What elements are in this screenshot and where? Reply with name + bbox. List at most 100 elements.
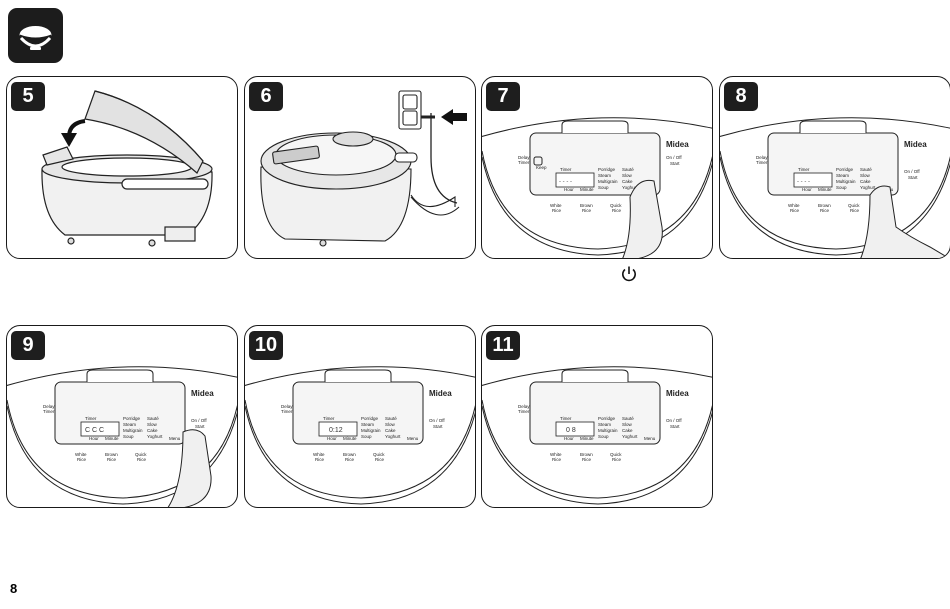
program-steam: Steam	[598, 422, 611, 427]
preset-quick-rice-2: Rice	[612, 208, 621, 213]
program-yoghurt: Yoghurt	[622, 185, 638, 190]
step-number-badge: 11	[486, 331, 520, 360]
hour-label: Hour	[89, 436, 99, 441]
onoff-label: On / Off	[429, 418, 445, 423]
program-multigrain: Multigrain	[361, 428, 381, 433]
program-multigrain: Multigrain	[123, 428, 143, 433]
preset-quick-rice-2: Rice	[850, 208, 859, 213]
program-soup: Soup	[598, 434, 609, 439]
program-slow: Slow	[860, 173, 871, 178]
program-cake: Cake	[622, 179, 633, 184]
cooker-closing-lid-illustration	[41, 90, 213, 247]
power-icon	[619, 264, 639, 284]
program-saute: Sauté	[622, 167, 634, 172]
preset-quick-rice-2: Rice	[137, 457, 146, 462]
lcd-display: - - - -	[559, 179, 572, 185]
minute-label: Minute	[580, 187, 594, 192]
delay-timer-label-2: Timer	[43, 409, 55, 414]
program-slow: Slow	[385, 422, 396, 427]
lcd-display: 0:12	[329, 427, 343, 434]
preset-brown-rice-1: Brown	[105, 452, 118, 457]
program-steam: Steam	[123, 422, 136, 427]
step-panel-7: 7 Delay Timer Timer Hour Minute Keep Men…	[481, 76, 713, 259]
program-multigrain: Multigrain	[836, 179, 856, 184]
delay-timer-label-2: Timer	[756, 160, 768, 165]
preset-white-rice-2: Rice	[552, 457, 561, 462]
delay-timer-label-1: Delay	[43, 404, 55, 409]
program-soup: Soup	[123, 434, 134, 439]
program-yoghurt: Yoghurt	[147, 434, 163, 439]
step-panel-9: 9 Delay Timer Timer Hour Minute Menu Por…	[6, 325, 238, 508]
preset-brown-rice-1: Brown	[580, 203, 593, 208]
menu-label: Menu	[644, 436, 656, 441]
preset-white-rice-1: White	[313, 452, 325, 457]
step-panel-8: 8 Delay Timer Timer Hour Minute Menu Por…	[719, 76, 950, 259]
preset-quick-rice-2: Rice	[375, 457, 384, 462]
preset-quick-rice-2: Rice	[612, 457, 621, 462]
hour-label: Hour	[327, 436, 337, 441]
program-cake: Cake	[622, 428, 633, 433]
preset-white-rice-2: Rice	[315, 457, 324, 462]
timer-label: Timer	[798, 167, 810, 172]
preset-brown-rice-2: Rice	[345, 457, 354, 462]
start-label: Start	[908, 175, 918, 180]
program-multigrain: Multigrain	[598, 428, 618, 433]
program-multigrain: Multigrain	[598, 179, 618, 184]
delay-timer-label-1: Delay	[756, 155, 768, 160]
program-yoghurt: Yoghurt	[622, 434, 638, 439]
step-panel-11: 11 Delay Timer Timer Hour Minute Menu Po…	[481, 325, 713, 508]
onoff-label: On / Off	[904, 169, 920, 174]
menu-label: Menu	[407, 436, 419, 441]
step-panel-6: 6	[244, 76, 476, 259]
preset-quick-rice-1: Quick	[848, 203, 860, 208]
start-label: Start	[195, 424, 205, 429]
preset-quick-rice-1: Quick	[373, 452, 385, 457]
preset-white-rice-1: White	[550, 203, 562, 208]
delay-timer-label-2: Timer	[518, 160, 530, 165]
program-cake: Cake	[385, 428, 396, 433]
program-slow: Slow	[622, 422, 633, 427]
program-porridge: Porridge	[598, 416, 616, 421]
step-number-badge: 10	[249, 331, 283, 360]
preset-brown-rice-1: Brown	[343, 452, 356, 457]
onoff-label: On / Off	[191, 418, 207, 423]
midea-logo: Midea	[666, 140, 689, 149]
preset-brown-rice-2: Rice	[582, 208, 591, 213]
lcd-display: C C C	[85, 427, 104, 434]
program-porridge: Porridge	[361, 416, 379, 421]
midea-logo: Midea	[666, 389, 689, 398]
control-panel-illustration: Delay Timer Timer Hour Minute Menu Porri…	[720, 117, 950, 258]
program-soup: Soup	[598, 185, 609, 190]
step-number-badge: 5	[11, 82, 45, 111]
start-label: Start	[433, 424, 443, 429]
preset-brown-rice-1: Brown	[580, 452, 593, 457]
minute-label: Minute	[105, 436, 119, 441]
program-slow: Slow	[622, 173, 633, 178]
program-soup: Soup	[836, 185, 847, 190]
minute-label: Minute	[818, 187, 832, 192]
program-steam: Steam	[836, 173, 849, 178]
preset-brown-rice-2: Rice	[582, 457, 591, 462]
program-saute: Sauté	[147, 416, 159, 421]
page-number: 8	[10, 581, 18, 596]
lcd-display: - - - -	[797, 179, 810, 185]
program-porridge: Porridge	[123, 416, 141, 421]
step-panel-5: 5	[6, 76, 238, 259]
program-saute: Sauté	[622, 416, 634, 421]
delay-timer-label-2: Timer	[281, 409, 293, 414]
timer-label: Timer	[560, 416, 572, 421]
step-panel-10: 10 Delay Timer Timer Hour Minute Menu Po…	[244, 325, 476, 508]
hour-label: Hour	[802, 187, 812, 192]
control-panel-illustration: Delay Timer Timer Hour Minute Menu Porri…	[245, 366, 475, 505]
control-panel-illustration: Delay Timer Timer Hour Minute Menu Porri…	[7, 366, 237, 507]
preset-brown-rice-1: Brown	[818, 203, 831, 208]
preset-white-rice-2: Rice	[77, 457, 86, 462]
preset-quick-rice-1: Quick	[135, 452, 147, 457]
preset-brown-rice-2: Rice	[820, 208, 829, 213]
step-number-badge: 6	[249, 82, 283, 111]
program-steam: Steam	[361, 422, 374, 427]
step-number-badge: 7	[486, 82, 520, 111]
delay-timer-label-1: Delay	[281, 404, 293, 409]
rice-bowl-icon	[8, 8, 63, 63]
preset-quick-rice-1: Quick	[610, 452, 622, 457]
